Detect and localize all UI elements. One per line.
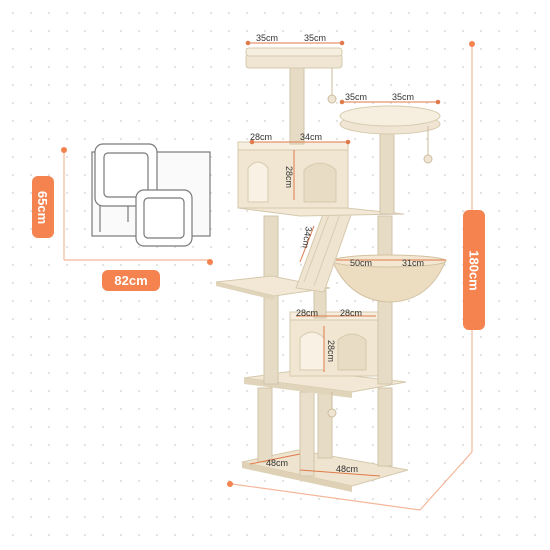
- dim-upper-condo-height: 28cm: [284, 166, 294, 188]
- cat-tree: [215, 47, 447, 492]
- dim-base-depth: 48cm: [266, 458, 288, 468]
- dim-lower-condo-height: 28cm: [326, 340, 336, 362]
- footprint-width-label: 82cm: [102, 270, 160, 291]
- dim-mid-perch-w2: 35cm: [392, 92, 414, 102]
- height-label: 180cm: [466, 249, 482, 291]
- dim-hammock-depth: 50cm: [350, 258, 372, 268]
- dim-ramp-length: 34cm: [300, 226, 314, 249]
- dim-hammock-width: 31cm: [402, 258, 424, 268]
- dim-lower-condo-depth: 28cm: [296, 308, 318, 318]
- tree-dimension-lines: [245, 40, 446, 477]
- dim-top-perch-w1: 35cm: [256, 33, 278, 43]
- dim-base-width: 48cm: [336, 464, 358, 474]
- footprint-dimension-lines: [61, 147, 213, 265]
- dim-upper-condo-depth: 28cm: [250, 132, 272, 142]
- footprint-diagram: [91, 143, 211, 247]
- footprint-depth-pill: 65cm: [32, 176, 54, 238]
- dim-upper-condo-width: 34cm: [300, 132, 322, 142]
- dim-mid-perch-w1: 35cm: [345, 92, 367, 102]
- dim-top-perch-w2: 35cm: [304, 33, 326, 43]
- footprint-depth-label: 65cm: [35, 190, 51, 224]
- dim-lower-condo-width: 28cm: [340, 308, 362, 318]
- height-pill: 180cm: [463, 210, 485, 330]
